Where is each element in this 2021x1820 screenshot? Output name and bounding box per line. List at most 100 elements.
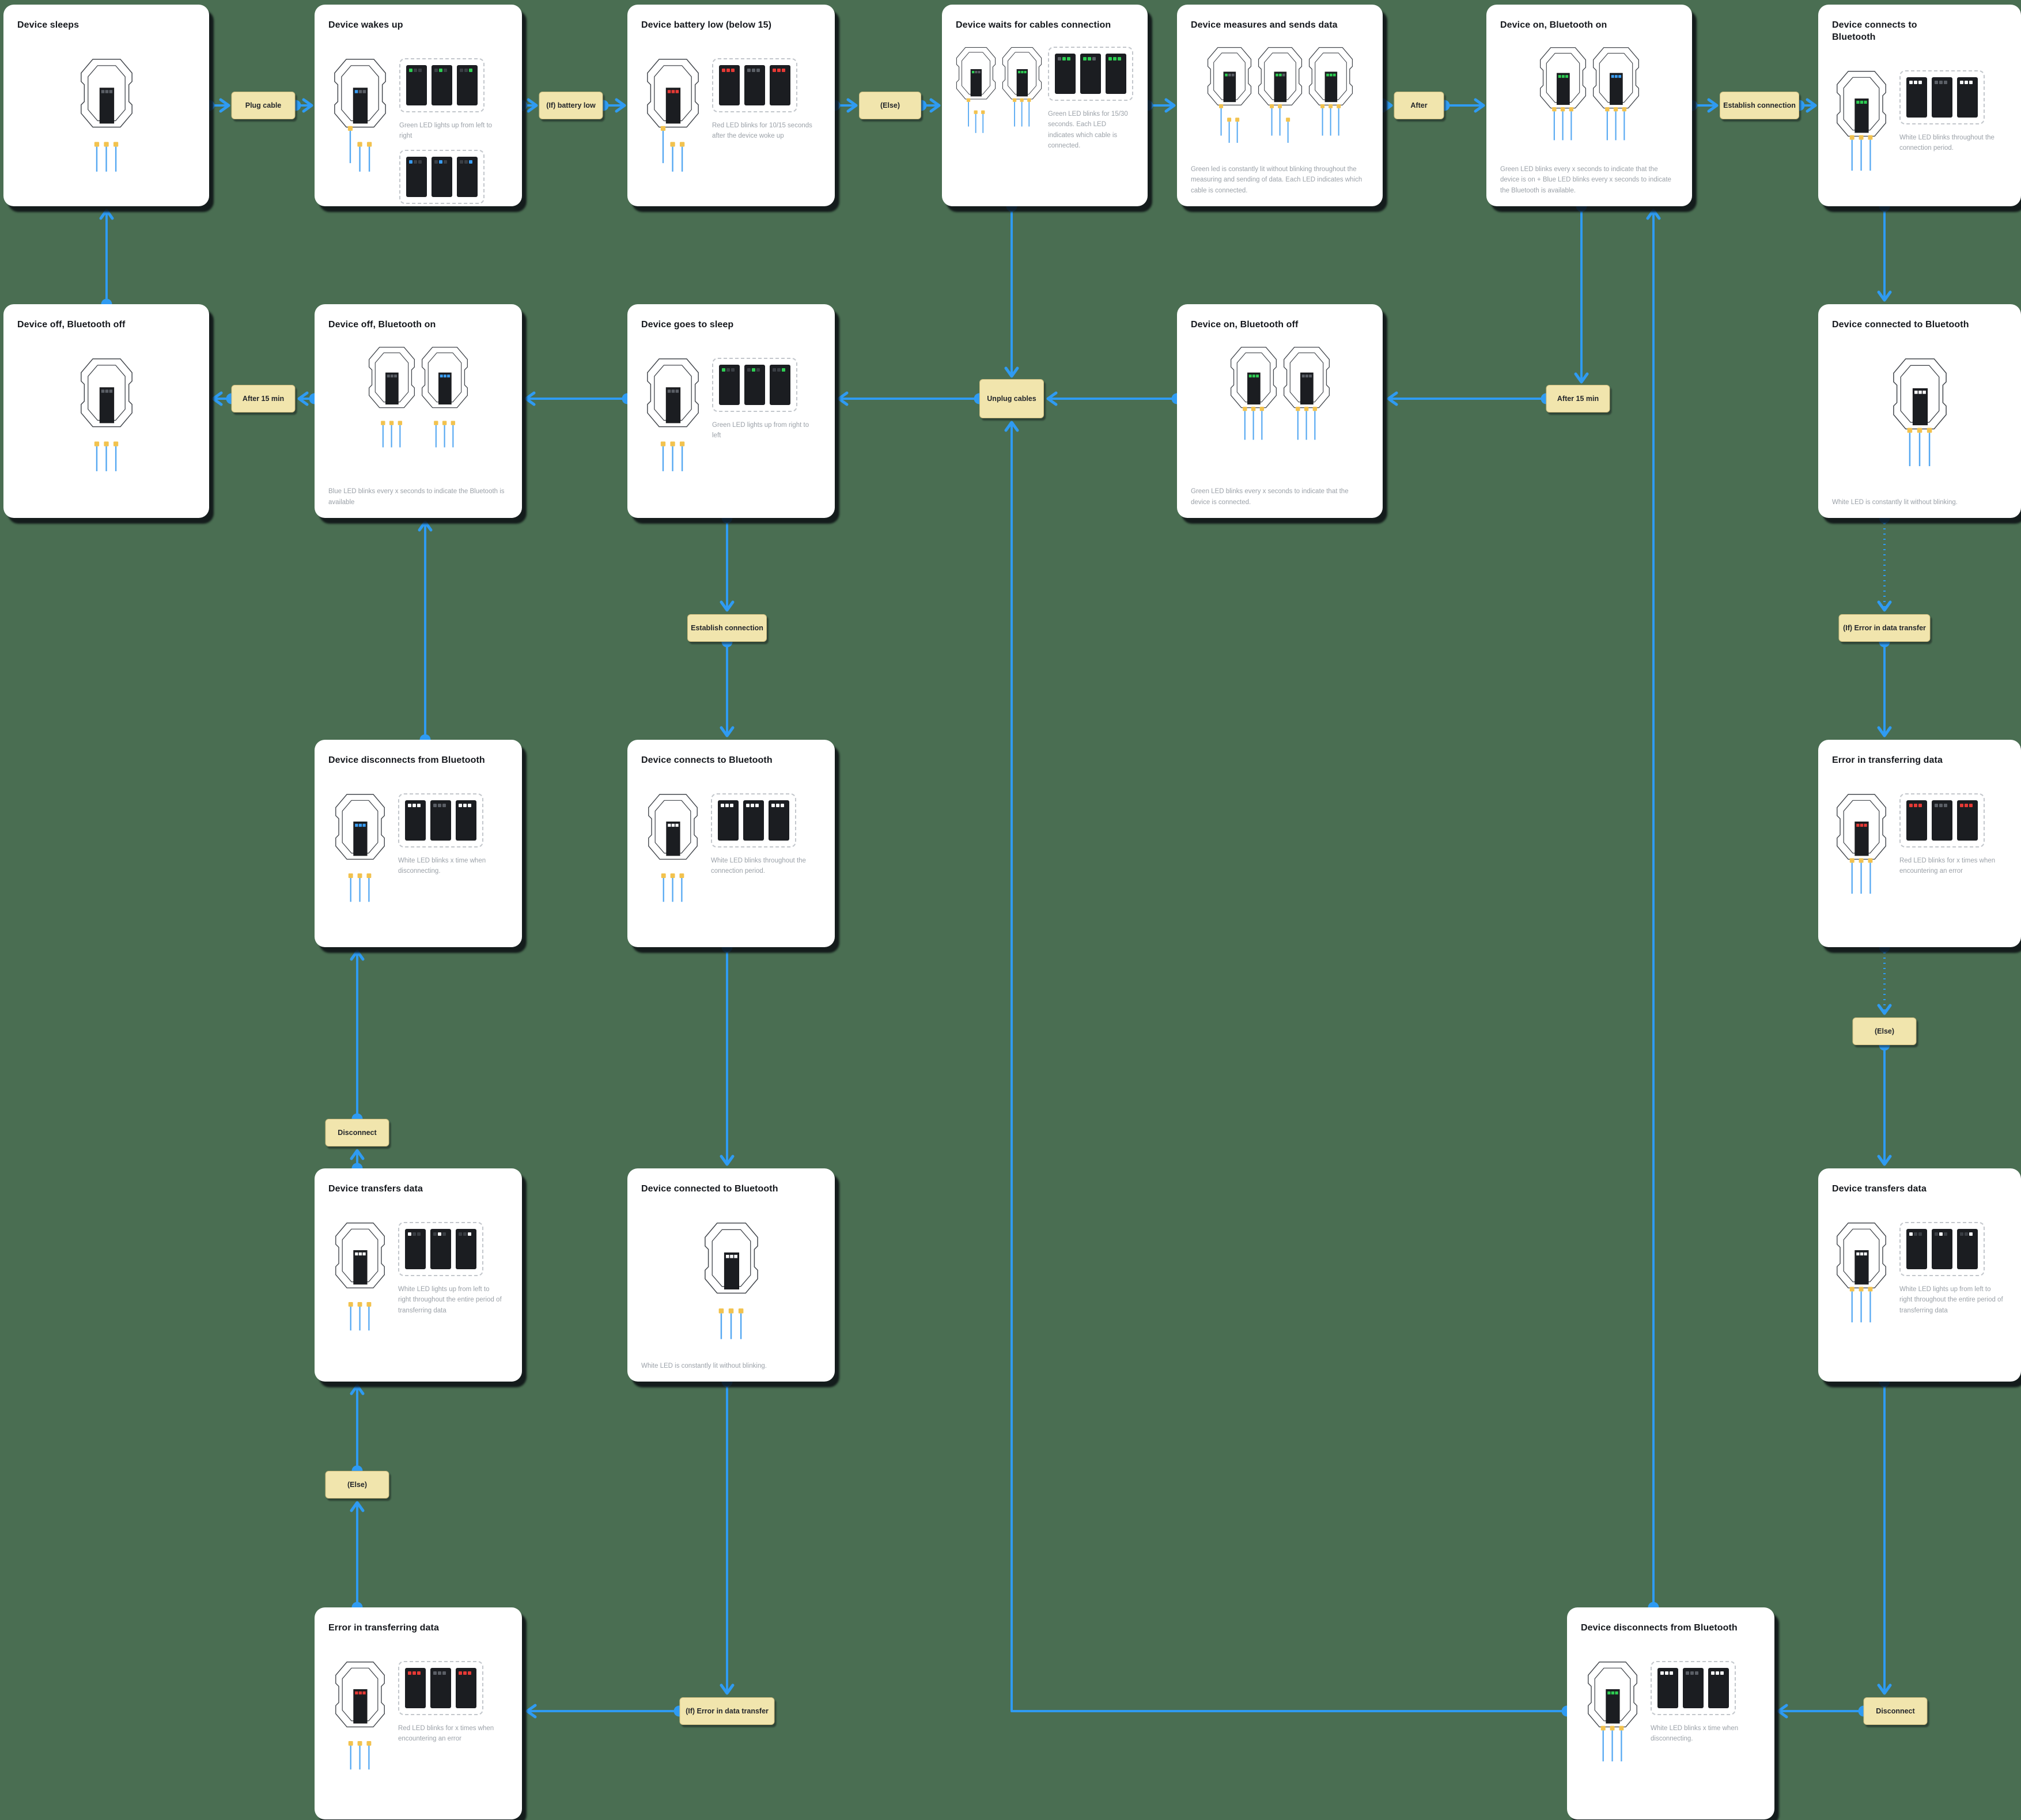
cable-panel-icon (399, 149, 485, 204)
device-icon (1258, 47, 1302, 143)
card-note: Green LED blinks for 15/30 seconds. Each… (1048, 110, 1128, 149)
connector-transfers2-to-disconnect2 (1877, 1376, 1892, 1695)
card-title: Device transfers data (328, 1184, 423, 1194)
card-device-connected-bt-2[interactable]: Device connected to Bluetooth White LED … (627, 1168, 835, 1382)
cable-connector-icon (770, 65, 790, 105)
card-device-transfers-2[interactable]: Device transfers data White LED lights u… (1818, 1168, 2021, 1382)
cable-connector-icon (1683, 1667, 1704, 1708)
device-icon (956, 47, 996, 133)
flow-label-disconnect-2[interactable]: Disconnect (1863, 1697, 1928, 1725)
flow-label-text: Plug cable (245, 101, 282, 109)
flow-label-text: Unplug cables (987, 395, 1036, 403)
device-icon (368, 346, 415, 448)
flow-label-if-error-data-transfer-1[interactable]: (If) Error in data transfer (1838, 614, 1931, 642)
flow-label-text: (If) battery low (546, 101, 596, 109)
connector-connectsbt2-to-connectedbt2 (720, 941, 735, 1166)
card-device-disconnects-bt-2[interactable]: Device disconnects from Bluetooth White … (1567, 1607, 1774, 1819)
cable-connector-icon (405, 1228, 426, 1269)
connector-connectedbt1-to-iferror1 (1877, 512, 1892, 612)
card-note: White LED is constantly lit without blin… (641, 1362, 767, 1369)
card-title: Device transfers data (1832, 1184, 1927, 1194)
cable-panel-icon (1048, 46, 1133, 101)
device-icon (1588, 1661, 1637, 1762)
card-device-connects-bt-2[interactable]: Device connects to Bluetooth White LED b… (627, 740, 835, 947)
flow-label-plug-cable[interactable]: Plug cable (231, 92, 296, 119)
cable-connector-icon (718, 800, 739, 841)
card-device-off-bt-on[interactable]: Device off, Bluetooth on Blue LED blinks… (315, 304, 522, 518)
flow-label-else-2[interactable]: (Else) (1852, 1017, 1917, 1045)
card-device-battery-low[interactable]: Device battery low (below 15) Red LED bl… (627, 5, 835, 206)
card-title: Device sleeps (17, 20, 80, 30)
card-error-transfer-1[interactable]: Error in transferring data Red LED blink… (1818, 740, 2021, 947)
device-icon (647, 58, 699, 172)
device-icon (647, 358, 699, 471)
cable-connector-icon (1055, 53, 1076, 94)
flow-label-after[interactable]: After (1394, 92, 1444, 119)
card-error-transfer-2[interactable]: Error in transferring data Red LED blink… (315, 1607, 522, 1819)
flow-label-else-3[interactable]: (Else) (325, 1471, 389, 1499)
card-device-off-bt-off[interactable]: Device off, Bluetooth off (3, 304, 209, 518)
connector-connectsbt1-to-connectedbt1 (1877, 200, 1892, 302)
card-note: White LED blinks x time when disconnecti… (398, 857, 486, 875)
device-icon (1893, 358, 1947, 466)
flow-label-after-15-min-1[interactable]: After 15 min (231, 385, 296, 413)
card-device-disconnects-bt-1[interactable]: Device disconnects from Bluetooth White … (315, 740, 522, 947)
card-note: Green LED lights up from right to left (712, 421, 809, 440)
cable-connector-icon (744, 364, 765, 405)
connector-goessleep-to-offbton (524, 391, 633, 406)
card-note: White LED blinks throughout the connecti… (1899, 134, 1994, 152)
card-device-on-bt-on[interactable]: Device on, Bluetooth on Green LED blinks… (1486, 5, 1692, 206)
flow-label-if-error-data-transfer-2[interactable]: (If) Error in data transfer (679, 1697, 775, 1725)
device-icon (1230, 346, 1277, 440)
flow-label-after-15-min-2[interactable]: After 15 min (1546, 385, 1610, 413)
cable-connector-icon (432, 156, 452, 197)
cable-connector-icon (406, 156, 427, 197)
card-device-on-bt-off[interactable]: Device on, Bluetooth off Green LED blink… (1177, 304, 1383, 518)
card-device-waits-cables[interactable]: Device waits for cables connection Green… (942, 5, 1148, 206)
card-title: Error in transferring data (328, 1623, 439, 1633)
cable-connector-icon (1932, 800, 1952, 841)
connector-after-to-onbton (1439, 98, 1485, 113)
card-device-goes-sleep[interactable]: Device goes to sleep Green LED lights up… (627, 304, 835, 518)
connector-onbtoff-to-unplug (1046, 391, 1183, 406)
flow-label-text: Disconnect (338, 1129, 377, 1137)
card-note: White LED blinks x time when disconnecti… (1651, 1724, 1739, 1743)
card-device-sleeps[interactable]: Device sleeps (3, 5, 209, 206)
cable-connector-icon (1957, 1228, 1978, 1269)
device-icon (1283, 346, 1330, 440)
card-device-wakes-up[interactable]: Device wakes up Green LED lights up from… (315, 5, 522, 206)
connector-iferror2-to-error2 (525, 1704, 685, 1719)
flow-label-if-battery-low[interactable]: (If) battery low (539, 92, 603, 119)
flow-label-else-1[interactable]: (Else) (859, 92, 921, 119)
flow-label-text: After 15 min (242, 395, 285, 403)
flow-label-unplug-cables[interactable]: Unplug cables (979, 379, 1044, 418)
card-note: Red LED blinks for x times when encounte… (398, 1724, 494, 1743)
cable-connector-icon (719, 364, 740, 405)
card-device-measures-sends[interactable]: Device measures and sends data Green led… (1177, 5, 1383, 206)
cable-connector-icon (430, 1228, 451, 1269)
card-device-connects-bt-1[interactable]: Device connects to Bluetooth White LED b… (1818, 5, 2021, 206)
card-device-connected-bt-1[interactable]: Device connected to Bluetooth White LED … (1818, 304, 2021, 518)
card-title: Device battery low (below 15) (641, 20, 772, 30)
connector-iferror1-to-error1 (1877, 636, 1892, 737)
connector-else2-to-transfers2 (1877, 1039, 1892, 1166)
card-device-transfers-1[interactable]: Device transfers data White LED lights u… (315, 1168, 522, 1382)
connector-disconnects2-to-unplug (1004, 421, 1573, 1717)
flow-label-establish-connection-1[interactable]: Establish connection (1720, 92, 1799, 119)
card-title: Error in transferring data (1832, 755, 1943, 765)
connector-connectedbt2-to-iferror2 (720, 1376, 735, 1695)
card-note: Green LED blinks every x seconds to indi… (1500, 165, 1671, 194)
flow-label-text: After 15 min (1557, 395, 1599, 403)
flow-label-disconnect-1[interactable]: Disconnect (325, 1119, 389, 1147)
connector-waits-to-unplug (1004, 200, 1019, 378)
flow-label-establish-connection-2[interactable]: Establish connection (687, 614, 767, 642)
device-icon (1539, 47, 1586, 141)
cable-connector-icon (1906, 800, 1927, 841)
device-icon (335, 1661, 385, 1770)
cable-connector-icon (457, 65, 478, 105)
cable-connector-icon (1906, 77, 1927, 118)
card-title: Device disconnects from Bluetooth (1581, 1623, 1738, 1633)
device-icon (1837, 70, 1886, 171)
device-icon (1837, 1222, 1886, 1323)
